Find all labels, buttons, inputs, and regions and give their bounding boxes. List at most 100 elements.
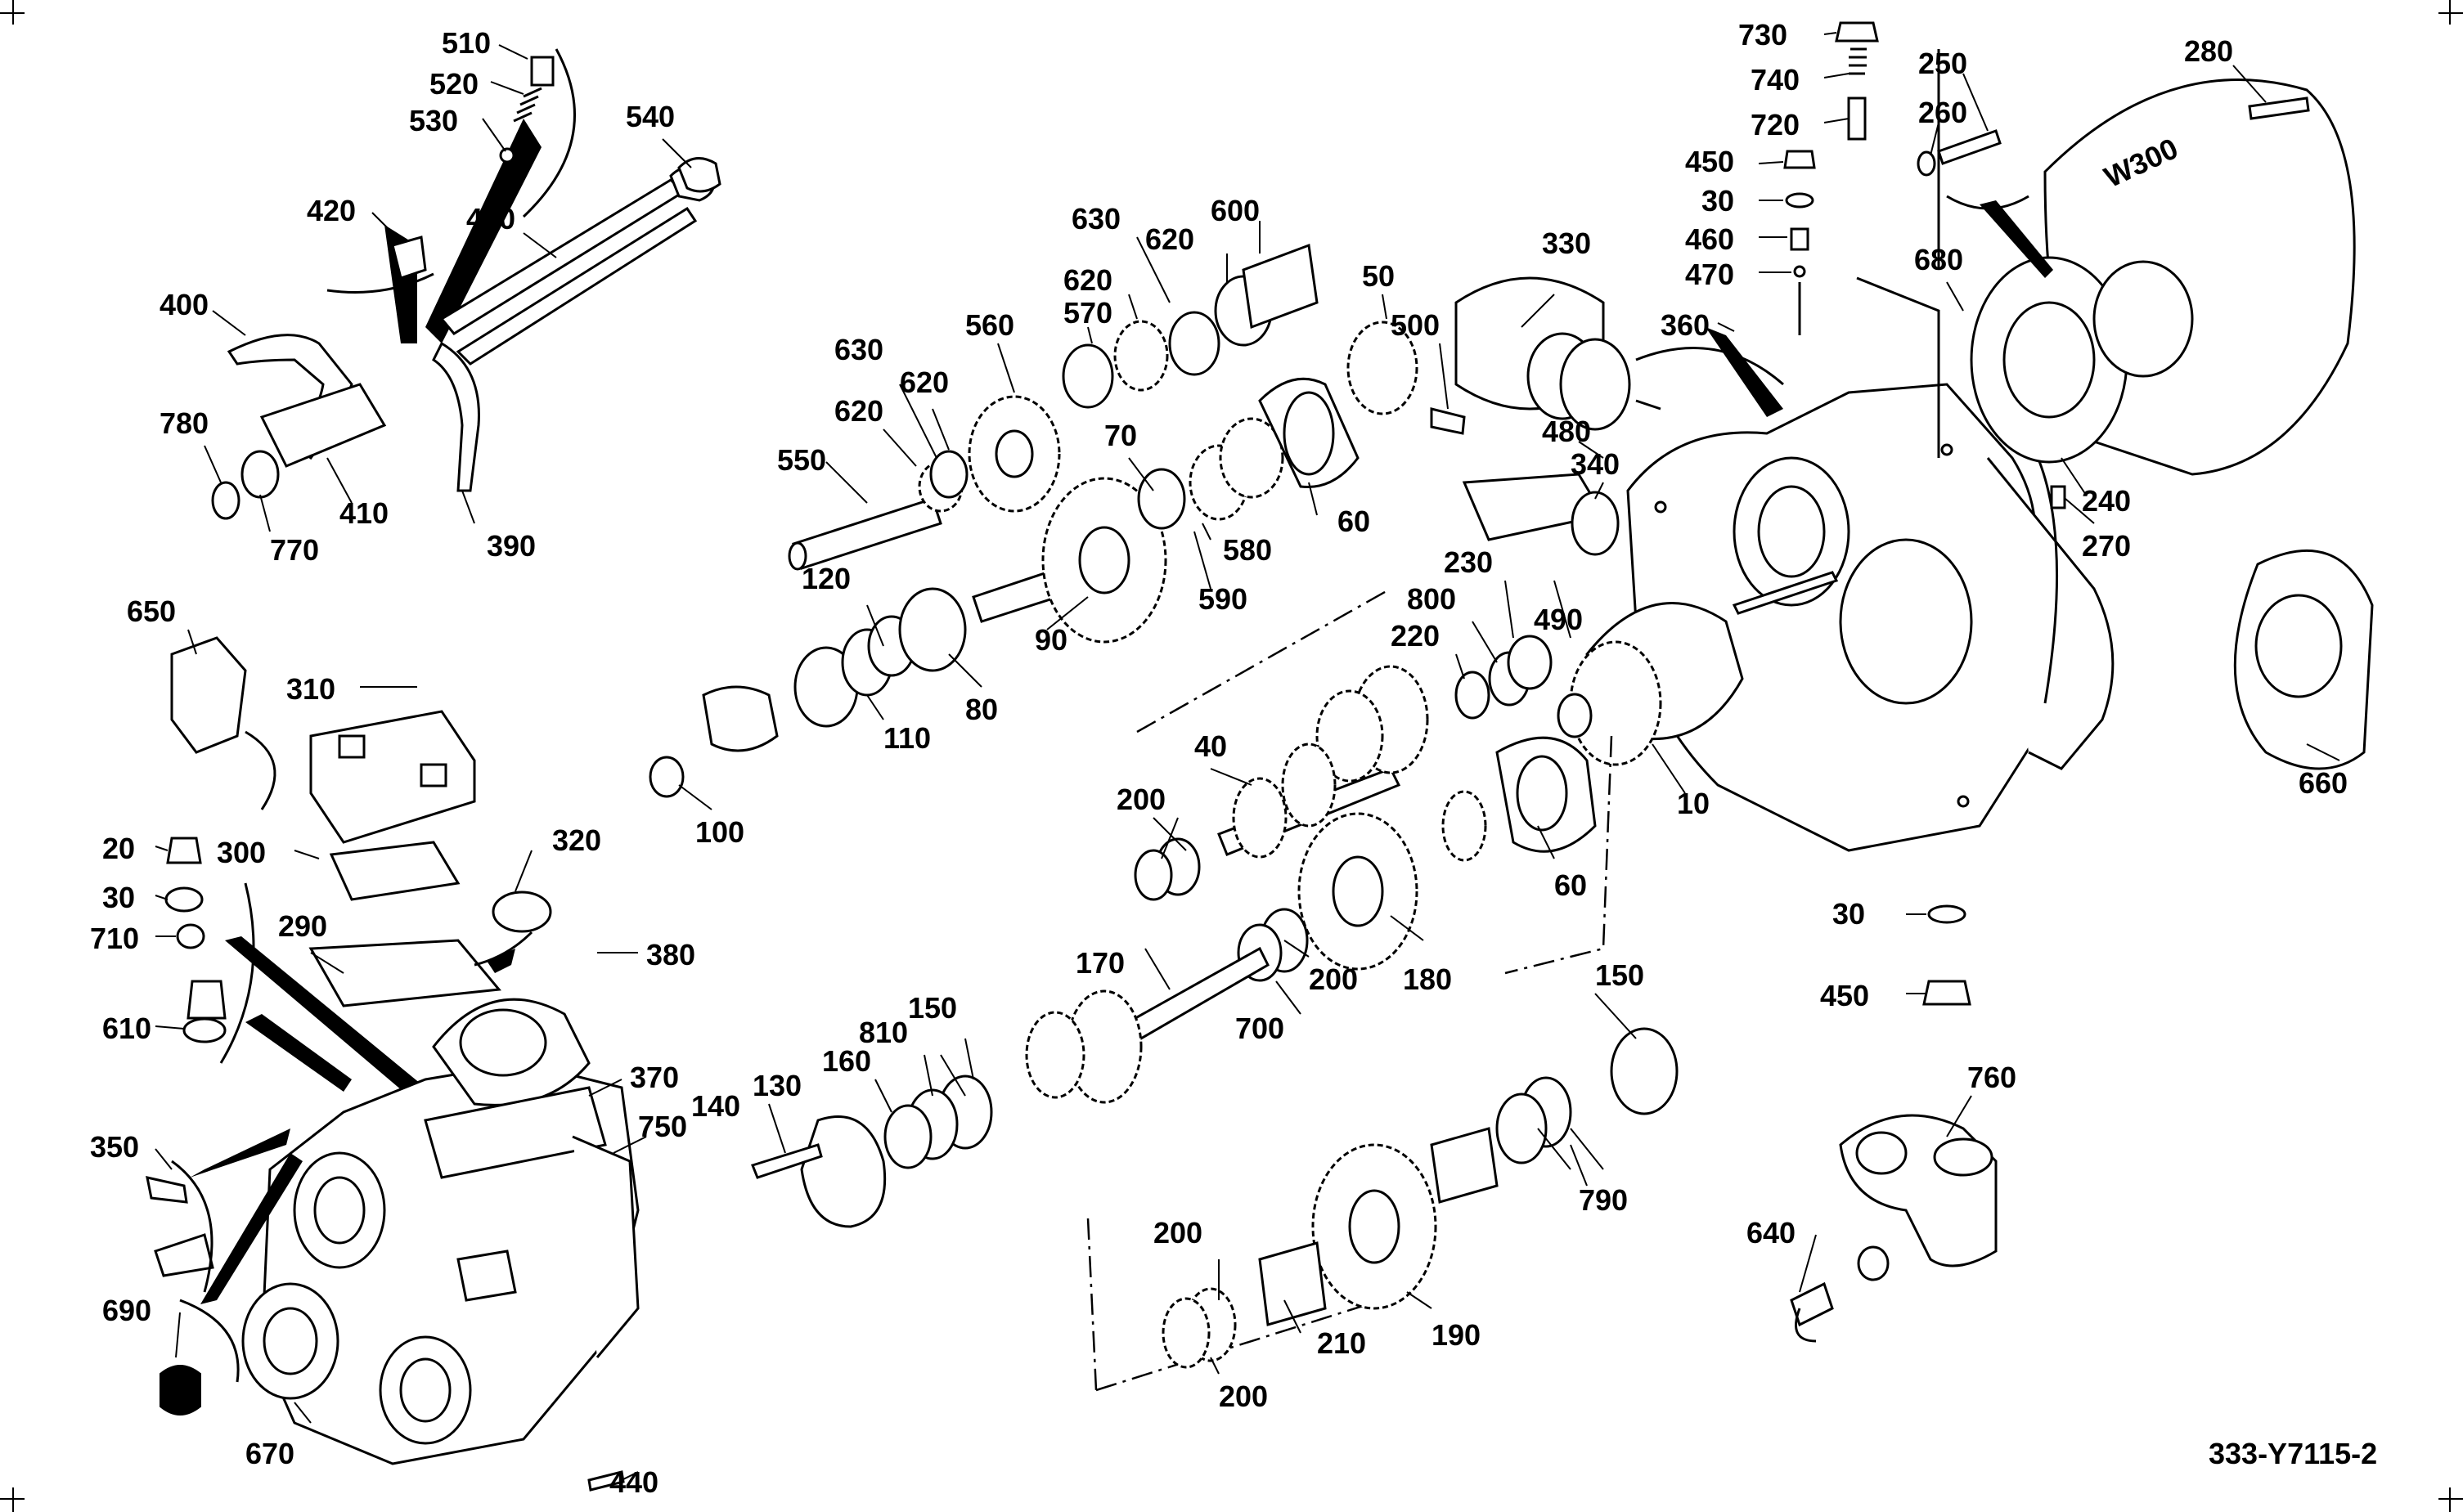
callout-50: 50	[1362, 259, 1395, 293]
callout-310: 310	[286, 672, 335, 706]
callout-350: 350	[90, 1130, 139, 1164]
lower-gear-group	[1162, 1027, 1679, 1369]
callout-130: 130	[753, 1069, 802, 1102]
callout-610: 610	[102, 1012, 151, 1045]
callout-450-top: 450	[1685, 145, 1734, 178]
callout-30-right: 30	[1832, 897, 1865, 931]
callout-150-right: 150	[1595, 958, 1644, 992]
callout-570: 570	[1063, 296, 1112, 330]
callout-430: 430	[466, 202, 515, 236]
callout-380: 380	[646, 938, 695, 971]
callout-140: 140	[691, 1089, 740, 1123]
callout-810: 810	[859, 1016, 908, 1049]
callout-250: 250	[1918, 47, 1967, 80]
callout-200-a: 200	[1117, 783, 1166, 816]
callout-690: 690	[102, 1294, 151, 1327]
callout-230: 230	[1444, 545, 1493, 579]
callout-700: 700	[1235, 1012, 1284, 1045]
assembly-centerlines	[1086, 587, 1613, 1392]
callout-660: 660	[2299, 766, 2348, 800]
callout-260: 260	[1918, 96, 1967, 129]
callout-490: 490	[1534, 603, 1583, 636]
callout-20: 20	[102, 832, 135, 865]
callout-520: 520	[429, 67, 479, 101]
callout-560: 560	[965, 308, 1014, 342]
callout-10: 10	[1677, 787, 1710, 820]
flywheel-housing: W300	[1917, 79, 2374, 770]
callout-780: 780	[160, 406, 209, 440]
callout-110: 110	[883, 721, 931, 755]
callout-320: 320	[552, 823, 601, 857]
callout-30-top: 30	[1701, 184, 1734, 218]
callout-340: 340	[1571, 447, 1620, 481]
callout-730: 730	[1738, 18, 1787, 52]
leader-lines	[155, 32, 2340, 1481]
callout-620-low: 620	[834, 394, 883, 428]
callout-480: 480	[1542, 415, 1591, 448]
callout-760: 760	[1967, 1061, 2016, 1094]
callout-180: 180	[1403, 962, 1452, 996]
shift-rail-assembly	[211, 48, 721, 520]
callout-510: 510	[442, 26, 491, 60]
callout-370: 370	[630, 1061, 679, 1094]
callout-440: 440	[609, 1465, 658, 1499]
callout-120: 120	[802, 562, 851, 595]
callout-650: 650	[127, 594, 176, 628]
sensor-bracket-group	[1790, 1114, 1998, 1343]
callout-360: 360	[1661, 308, 1710, 342]
callout-410: 410	[339, 496, 389, 530]
callout-160: 160	[822, 1044, 871, 1078]
callout-400: 400	[160, 288, 209, 321]
callout-590: 590	[1198, 582, 1247, 616]
callout-790: 790	[1579, 1183, 1628, 1217]
callout-390: 390	[487, 529, 536, 563]
callout-740: 740	[1751, 63, 1800, 96]
callout-330: 330	[1542, 227, 1591, 260]
callout-670: 670	[245, 1437, 294, 1470]
input-shaft-group	[649, 243, 1418, 798]
callout-70: 70	[1104, 419, 1137, 452]
callout-280: 280	[2184, 34, 2233, 68]
callout-620-mid: 620	[1063, 263, 1112, 297]
callout-630-top: 630	[1072, 202, 1121, 236]
callout-60-top: 60	[1337, 505, 1370, 538]
callout-220: 220	[1391, 619, 1440, 653]
callout-680: 680	[1914, 243, 1963, 276]
callout-640: 640	[1746, 1216, 1796, 1250]
callout-210: 210	[1317, 1326, 1366, 1360]
callout-200-b: 200	[1309, 962, 1358, 996]
valve-and-cover-group	[164, 636, 552, 1100]
callout-720: 720	[1751, 108, 1800, 141]
callout-620-left: 620	[900, 366, 949, 399]
callout-240: 240	[2082, 484, 2131, 518]
gearbox-casing	[146, 998, 640, 1492]
callout-580: 580	[1223, 533, 1272, 567]
callout-190: 190	[1432, 1318, 1481, 1352]
callout-40: 40	[1194, 729, 1227, 763]
callout-60-mid: 60	[1554, 868, 1587, 902]
callout-170: 170	[1076, 946, 1125, 980]
callout-200-c: 200	[1153, 1216, 1202, 1250]
callout-800: 800	[1407, 582, 1456, 616]
clutch-shaft-group	[751, 571, 1839, 1228]
callout-290: 290	[278, 909, 327, 943]
callout-500: 500	[1391, 308, 1440, 342]
callout-470: 470	[1685, 258, 1734, 291]
callout-150-mid: 150	[908, 991, 957, 1025]
callout-450-right: 450	[1820, 979, 1869, 1012]
callout-100: 100	[695, 815, 744, 849]
callout-630-left: 630	[834, 333, 883, 366]
callout-270: 270	[2082, 529, 2131, 563]
main-housing	[1626, 49, 2115, 852]
callout-80: 80	[965, 693, 998, 726]
callout-200-d: 200	[1219, 1380, 1268, 1413]
callout-labels: 510 520 530 540 420 430 400 780 770 410 …	[90, 18, 2377, 1499]
callout-710: 710	[90, 922, 139, 955]
callout-750: 750	[638, 1110, 687, 1143]
callout-420: 420	[307, 194, 356, 227]
callout-770: 770	[270, 533, 319, 567]
callout-460: 460	[1685, 222, 1734, 256]
